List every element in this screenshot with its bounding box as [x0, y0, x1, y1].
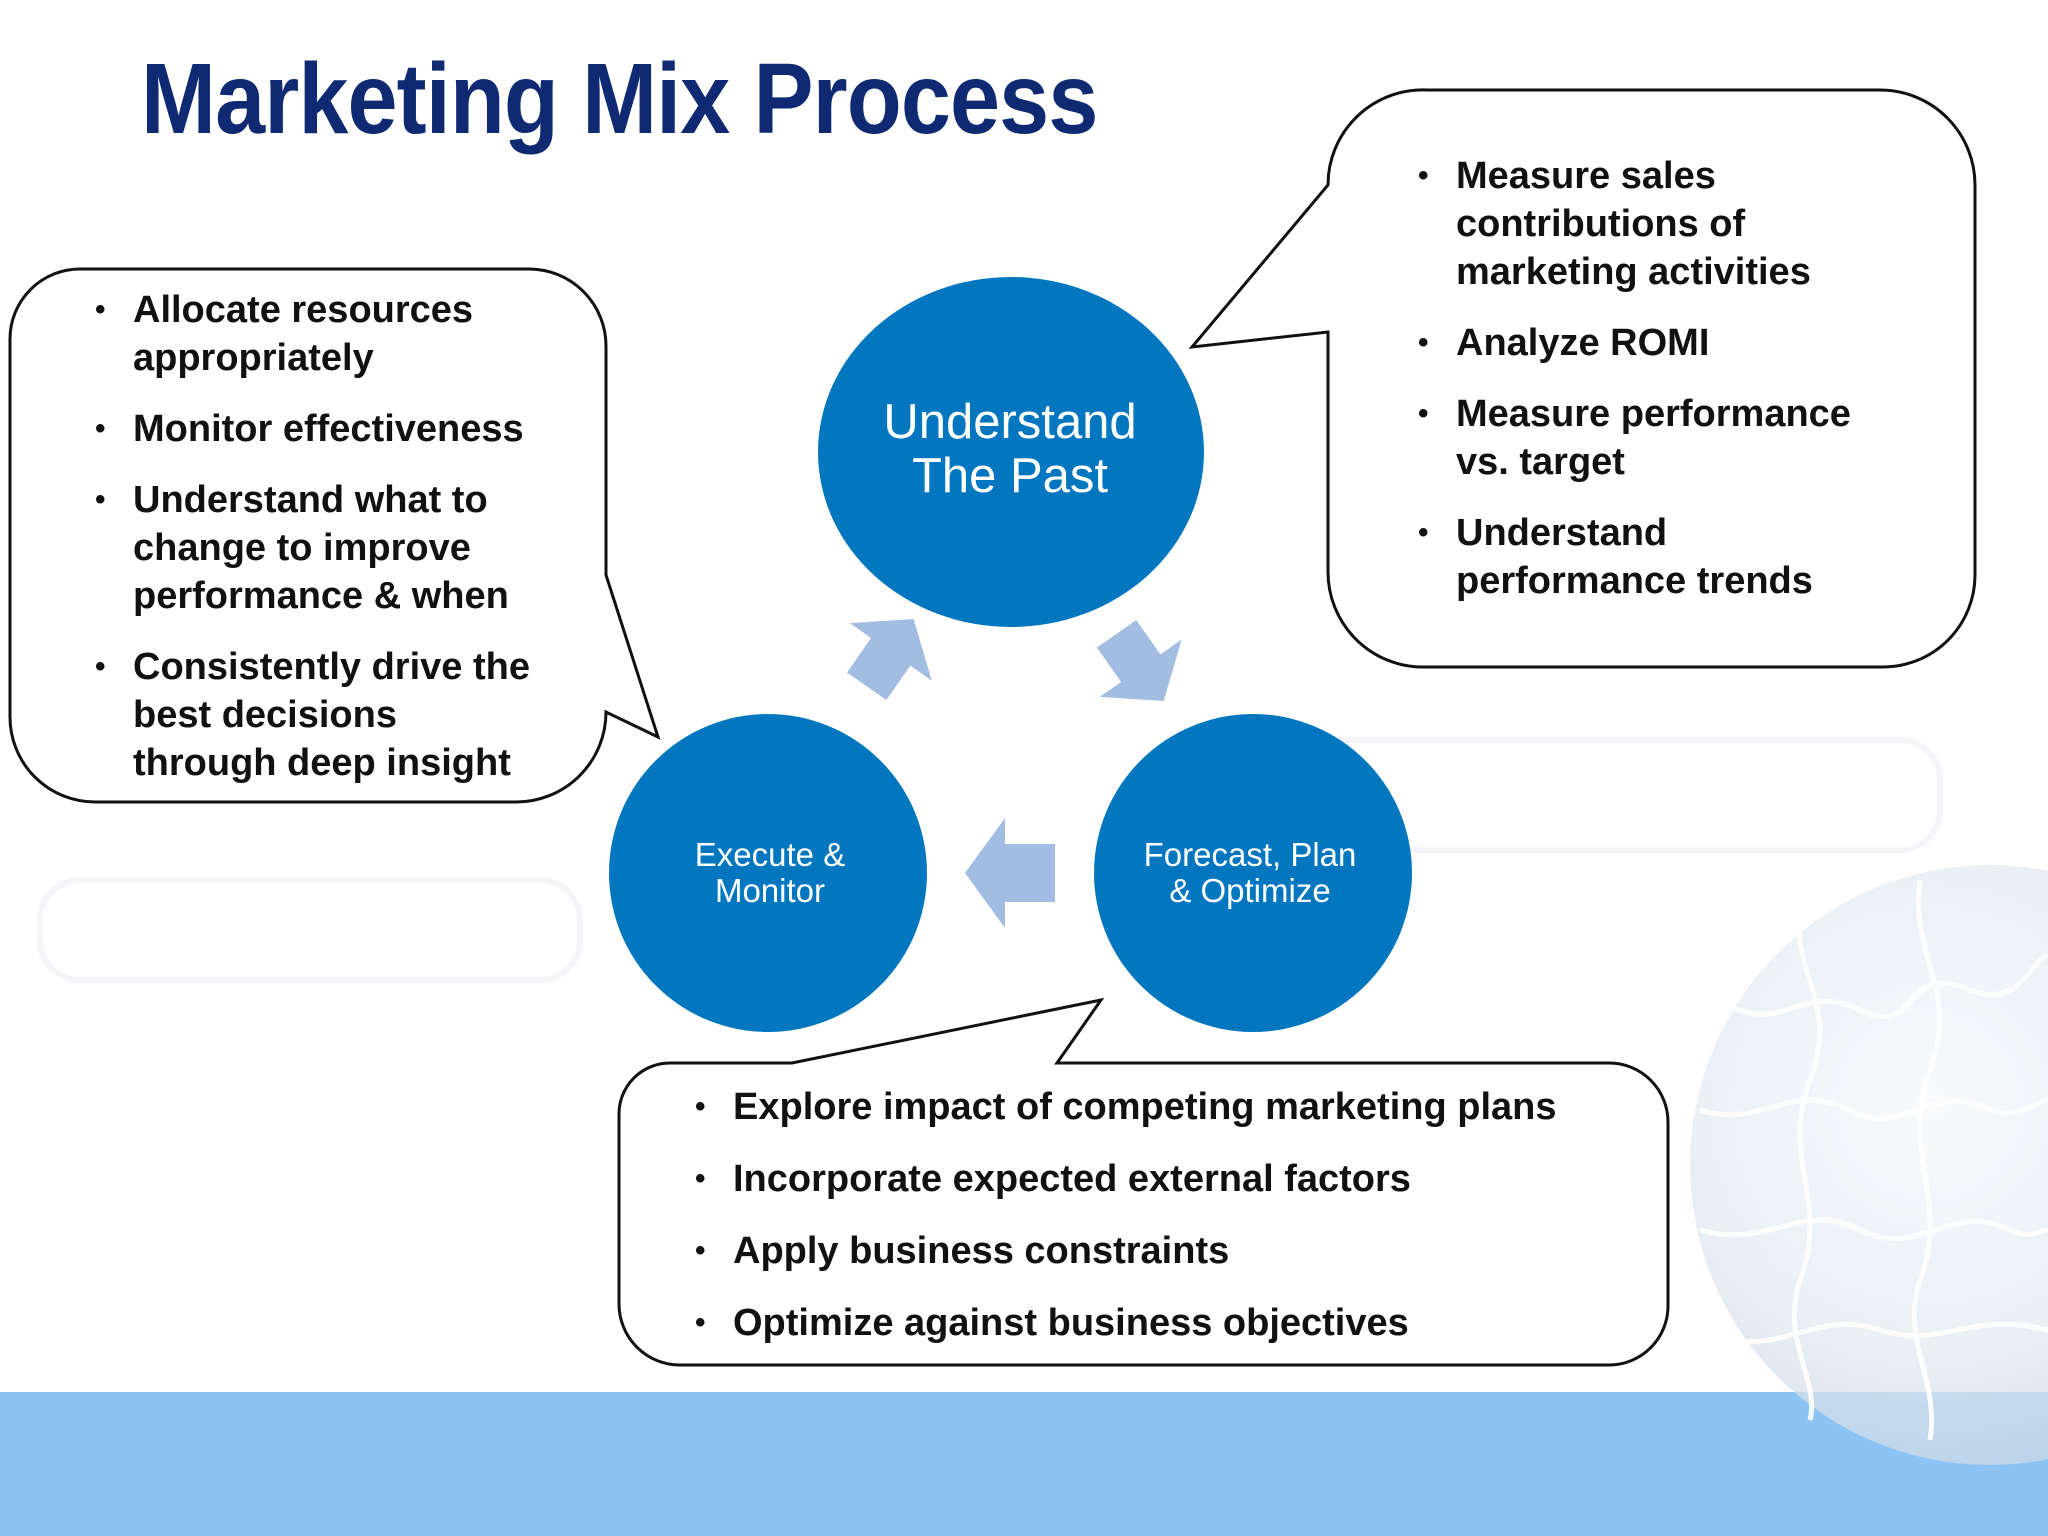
- right-callout-list: Measure sales contributions of marketing…: [1418, 152, 1978, 628]
- faint-background-panel: [37, 877, 583, 983]
- node-understand-past-label: Understand The Past: [820, 395, 1200, 503]
- bullet-line: Consistently drive the: [133, 646, 530, 688]
- list-item: Apply business constraints: [695, 1227, 1655, 1275]
- bullet-line: performance trends: [1456, 560, 1813, 602]
- node-forecast-plan-label: Forecast, Plan & Optimize: [1100, 837, 1400, 909]
- bullet-line: Measure sales: [1456, 155, 1716, 197]
- list-item: Optimize against business objectives: [695, 1299, 1655, 1347]
- cycle-arrow-to-execute: [965, 818, 1055, 928]
- list-item: Monitor effectiveness: [95, 405, 595, 453]
- slide-title: Marketing Mix Process: [141, 43, 1098, 155]
- bullet-line: through deep insight: [133, 742, 511, 784]
- bullet-line: contributions of: [1456, 203, 1746, 245]
- bullet-line: marketing activities: [1456, 251, 1811, 293]
- list-item: Measure performance vs. target: [1418, 390, 1978, 486]
- bullet-line: Allocate resources: [133, 289, 474, 331]
- bullet-line: appropriately: [133, 337, 374, 379]
- list-item: Measure sales contributions of marketing…: [1418, 152, 1978, 296]
- bullet-line: Measure performance: [1456, 393, 1851, 435]
- bullet-line: performance & when: [133, 575, 509, 617]
- node-execute-monitor-label: Execute & Monitor: [620, 837, 920, 909]
- bullet-line: vs. target: [1456, 441, 1625, 483]
- node-label-line: Understand: [883, 395, 1137, 449]
- list-item: Incorporate expected external factors: [695, 1155, 1655, 1203]
- list-item: Understand performance trends: [1418, 509, 1978, 605]
- node-label-line: & Optimize: [1169, 872, 1331, 909]
- bullet-line: Analyze ROMI: [1456, 322, 1710, 364]
- left-callout-list: Allocate resources appropriately Monitor…: [95, 286, 595, 810]
- bullet-line: Understand: [1456, 512, 1668, 554]
- node-label-line: Monitor: [714, 872, 826, 909]
- list-item: Explore impact of competing marketing pl…: [695, 1083, 1655, 1131]
- node-forecast-plan: [1094, 714, 1412, 1032]
- footer-band: [0, 1392, 2048, 1536]
- cycle-arrow-to-forecast: [1096, 620, 1182, 701]
- bullet-line: change to improve: [133, 527, 471, 569]
- node-label-line: Execute &: [694, 836, 846, 873]
- puzzle-globe-icon: [1690, 865, 2048, 1465]
- bullet-line: Understand what to: [133, 479, 488, 521]
- bullet-line: Monitor effectiveness: [133, 408, 524, 450]
- list-item: Understand what to change to improve per…: [95, 476, 595, 620]
- node-execute-monitor: [609, 714, 927, 1032]
- list-item: Allocate resources appropriately: [95, 286, 595, 382]
- node-understand-past: [818, 277, 1204, 627]
- bottom-callout-list: Explore impact of competing marketing pl…: [695, 1083, 1655, 1371]
- node-label-line: Forecast, Plan: [1143, 836, 1357, 873]
- list-item: Analyze ROMI: [1418, 319, 1978, 367]
- bullet-line: best decisions: [133, 694, 397, 736]
- cycle-arrow-to-understand: [846, 619, 932, 700]
- list-item: Consistently drive the best decisions th…: [95, 643, 595, 787]
- node-label-line: The Past: [911, 449, 1109, 503]
